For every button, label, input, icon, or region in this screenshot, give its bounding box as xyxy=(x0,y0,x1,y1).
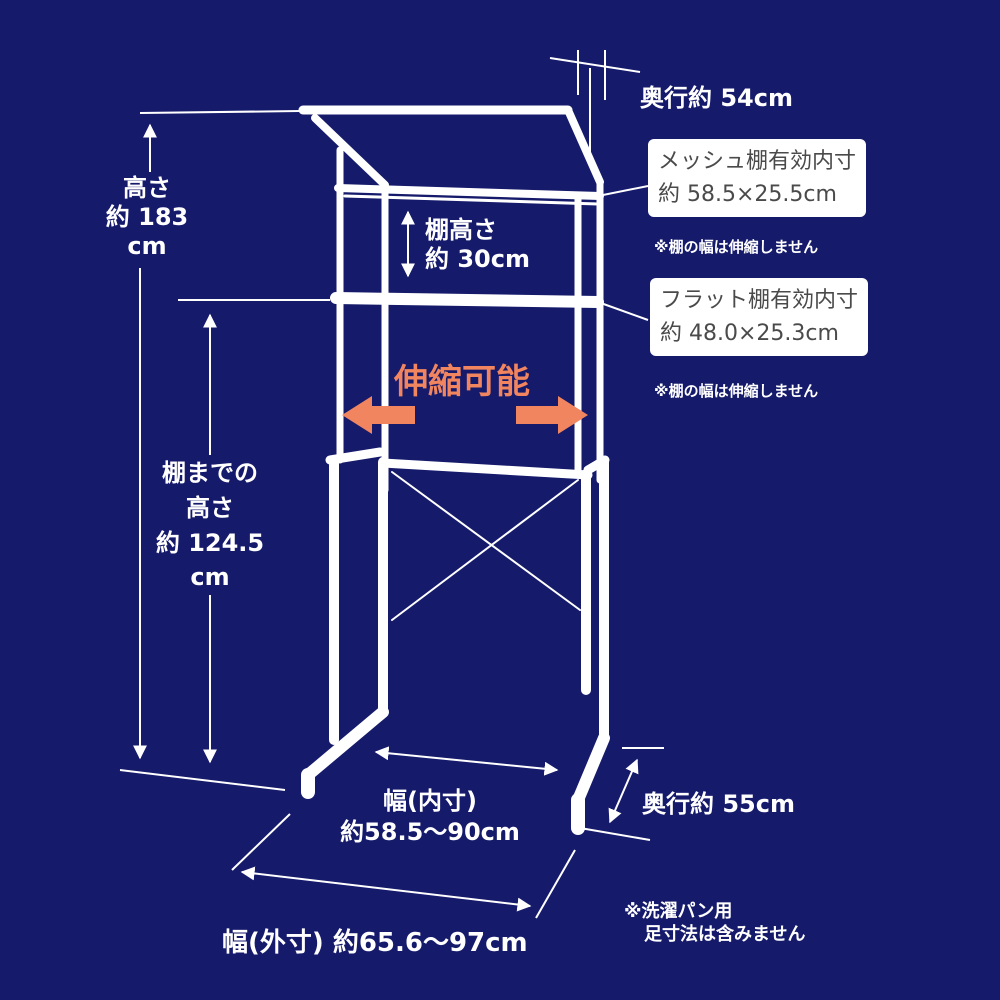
arrow-right-icon xyxy=(516,396,588,434)
rack-cross-wire-a xyxy=(391,471,581,611)
inner-width-line1: 幅(内寸) xyxy=(383,787,477,815)
rack-top-right-bend xyxy=(564,106,604,186)
depth-top-line xyxy=(549,57,641,73)
mesh-shelf-note: ※棚の幅は伸縮しません xyxy=(654,238,819,256)
footnote-line2: 足寸法は含みません xyxy=(644,924,806,946)
to-shelf-height-label: 棚までの 高さ 約 124.5 cm xyxy=(145,456,275,595)
flat-box-line1: フラット棚有効内寸 xyxy=(660,288,859,313)
outer-width-label: 幅(外寸) 約65.6〜97cm xyxy=(222,928,528,958)
inner-width-label: 幅(内寸) 約58.5〜90cm xyxy=(320,786,540,848)
height-label: 高さ 約 183 cm xyxy=(104,174,190,260)
mesh-shelf-info-box: メッシュ棚有効内寸 約 58.5×25.5cm xyxy=(648,139,867,217)
height-label-line2: 約 183 xyxy=(105,202,189,231)
to-shelf-line3: 約 124.5 xyxy=(155,528,265,557)
inner-width-arrow xyxy=(374,746,559,776)
shelf-height-label: 棚高さ 約 30cm xyxy=(425,216,530,274)
outer-right-ext xyxy=(535,849,576,919)
height-label-line1: 高さ xyxy=(123,174,171,202)
dimension-lines xyxy=(119,50,664,919)
height-label-line3: cm xyxy=(127,231,167,260)
arrow-left-icon xyxy=(342,396,415,434)
footnote: ※洗濯パン用 足寸法は含みません xyxy=(624,900,805,947)
outer-width-arrow xyxy=(240,866,532,912)
flat-shelf-note: ※棚の幅は伸縮しません xyxy=(654,382,819,400)
flat-shelf-info-box: フラット棚有効内寸 約 48.0×25.3cm xyxy=(650,278,869,356)
shelf-height-line1: 棚高さ xyxy=(425,216,497,244)
depth-bottom-ext-bottom xyxy=(579,827,651,841)
rack-flat-shelf xyxy=(330,292,604,308)
rack-left-joint xyxy=(325,447,385,465)
rack-top-left-bend xyxy=(311,114,389,189)
flat-leader-line xyxy=(597,301,649,321)
shelf-height-line2: 約 30cm xyxy=(425,244,530,273)
bottom-extension-line xyxy=(119,769,286,791)
outer-left-ext xyxy=(231,813,291,871)
adjustable-label: 伸縮可能 xyxy=(394,362,530,402)
rack-mesh-shelf xyxy=(334,184,604,200)
rack-frame xyxy=(298,105,610,835)
top-extension-line xyxy=(139,110,301,114)
rack-lower-bar xyxy=(378,458,593,480)
depth-bottom-arrow xyxy=(608,758,639,824)
to-shelf-line4: cm xyxy=(190,563,230,592)
adjustable-arrows xyxy=(342,396,588,434)
to-shelf-line1: 棚までの xyxy=(162,459,258,487)
footnote-line1: ※洗濯パン用 xyxy=(624,901,733,922)
inner-width-line2: 約58.5〜90cm xyxy=(340,818,520,847)
depth-bottom-label: 奥行約 55cm xyxy=(642,790,795,818)
to-shelf-line2: 高さ xyxy=(186,493,234,522)
mesh-box-line2: 約 58.5×25.5cm xyxy=(658,182,837,207)
depth-top-label: 奥行約 54cm xyxy=(640,84,793,112)
flat-box-line2: 約 48.0×25.3cm xyxy=(660,321,839,346)
mesh-leader-line xyxy=(597,185,649,197)
rack-cross-wire-b xyxy=(391,479,579,621)
rack-foot-right xyxy=(572,732,610,806)
mesh-box-line1: メッシュ棚有効内寸 xyxy=(658,149,857,174)
rack-foot-left xyxy=(302,706,389,781)
